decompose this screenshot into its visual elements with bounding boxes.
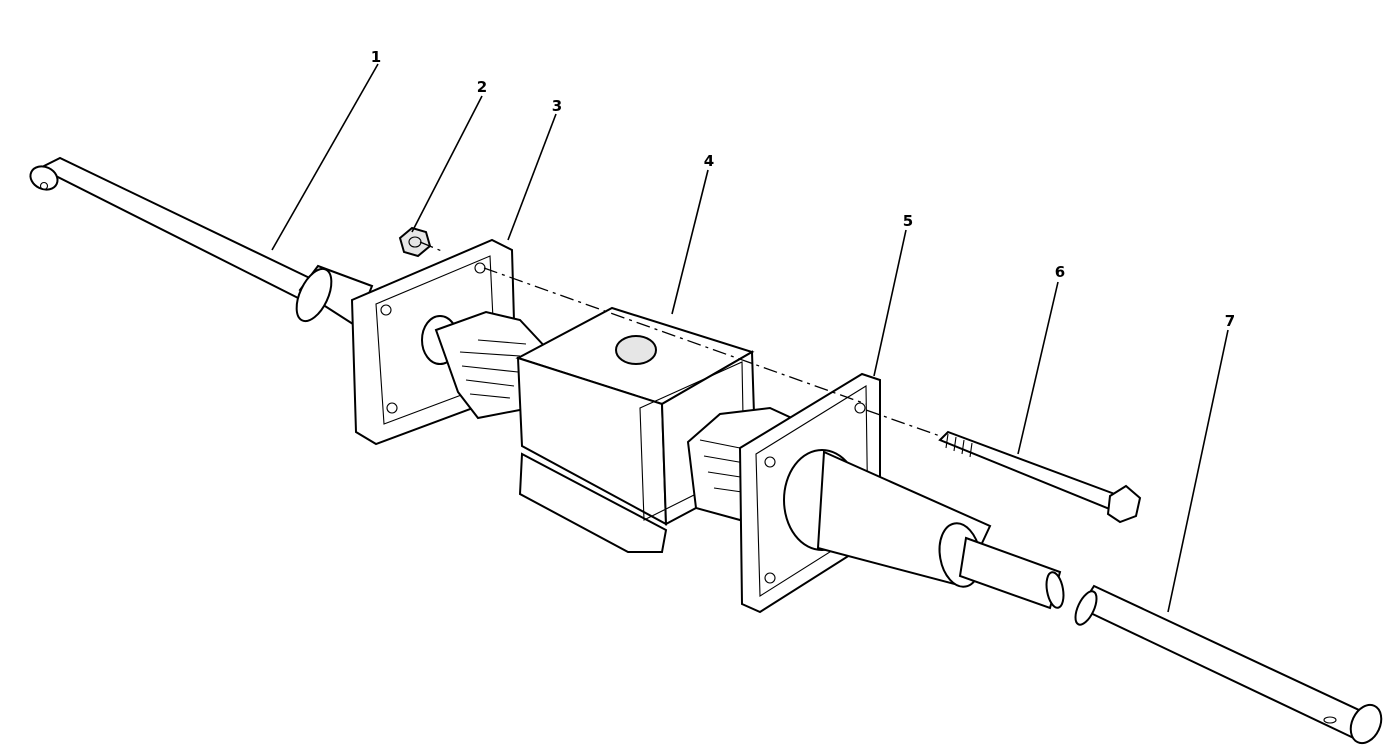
- callout-5: 5: [903, 212, 913, 230]
- callout-3: 3: [552, 97, 562, 115]
- callout-4: 4: [704, 152, 714, 170]
- callout-6: 6: [1055, 263, 1065, 281]
- leader-lines: [271, 63, 1229, 613]
- part-2-hex-nut: [398, 226, 432, 258]
- callout-labels: 1 2 3 4 5 6 7: [371, 48, 1235, 330]
- part-7-drive-shaft: [1074, 584, 1383, 745]
- center-lines: [419, 241, 941, 437]
- callout-7: 7: [1225, 312, 1235, 330]
- part-6-bolt: [938, 430, 1142, 524]
- output-shaft: [816, 450, 1065, 610]
- callout-1: 1: [371, 48, 381, 66]
- part-1-input-shaft: [29, 156, 374, 328]
- callout-2: 2: [477, 78, 487, 96]
